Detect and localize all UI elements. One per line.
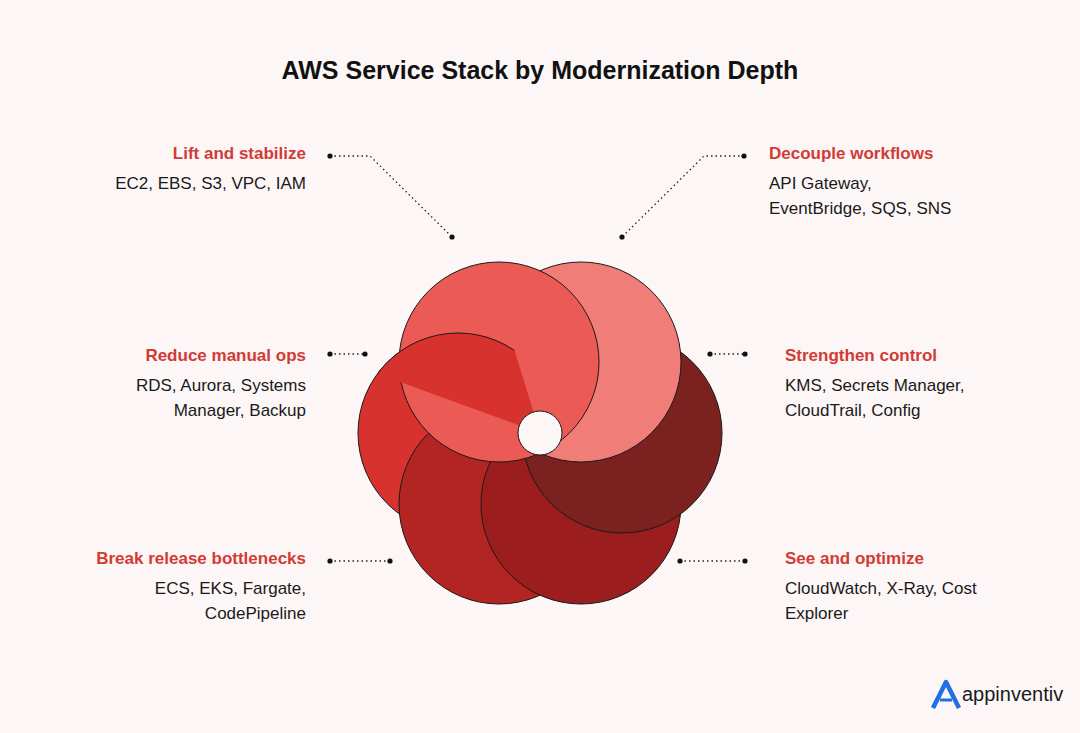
service-list: EC2, EBS, S3, VPC, IAM (46, 171, 306, 196)
leader-line (680, 560, 745, 561)
center-hole (518, 411, 562, 455)
leader-dot (742, 351, 747, 356)
leader-dot (707, 351, 712, 356)
service-list: RDS, Aurora, Systems Manager, Backup (106, 373, 306, 423)
service-list: API Gateway, EventBridge, SQS, SNS (769, 171, 967, 221)
leader-dot (362, 351, 367, 356)
callout-heading: Strengthen control (785, 343, 1065, 368)
logo-mark (940, 699, 952, 702)
leader-dot (327, 351, 332, 356)
leader-dot (677, 558, 682, 563)
logo-mark (933, 682, 959, 708)
leader-line (622, 156, 744, 237)
leader-line (330, 560, 390, 561)
leader-dot (742, 558, 747, 563)
leader-dot (327, 558, 332, 563)
petal-flower (358, 262, 722, 604)
leader-dot (327, 153, 332, 158)
leader-line (330, 353, 365, 354)
leader-dot (619, 234, 624, 239)
leader-dot (449, 234, 454, 239)
service-list: ECS, EKS, Fargate, CodePipeline (126, 576, 306, 626)
leader-dot (741, 153, 746, 158)
callout-heading: Break release bottlenecks (6, 546, 306, 571)
brand-logo-text: appinventiv (962, 681, 1072, 707)
callout-heading: Decouple workflows (769, 141, 1069, 166)
service-list: CloudWatch, X-Ray, Cost Explorer (785, 576, 1007, 626)
leader-line (710, 353, 745, 354)
leader-line (330, 156, 452, 237)
leader-dot (387, 558, 392, 563)
diagram-title: AWS Service Stack by Modernization Depth (0, 53, 1080, 87)
service-list: KMS, Secrets Manager, CloudTrail, Config (785, 373, 997, 423)
logo-icon (933, 682, 959, 708)
callout-heading: See and optimize (785, 546, 1065, 571)
callout-heading: Lift and stabilize (6, 141, 306, 166)
callout-heading: Reduce manual ops (6, 343, 306, 368)
